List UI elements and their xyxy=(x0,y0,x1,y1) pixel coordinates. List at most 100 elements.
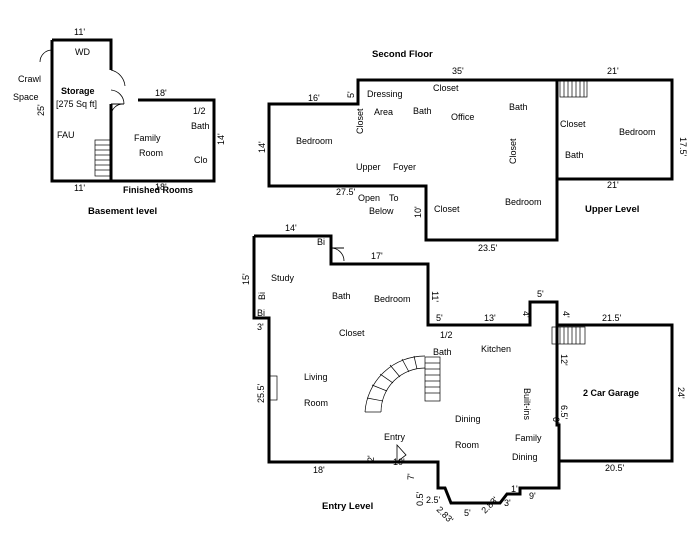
dim-1: 1' xyxy=(511,484,518,494)
dim-2-83-a: 2.83' xyxy=(435,504,456,525)
basement-stairs xyxy=(94,139,112,177)
label-bedroom-1: Bedroom xyxy=(296,136,333,146)
label-bi-2: Bi xyxy=(257,292,267,300)
label-office: Office xyxy=(451,112,474,122)
dim-entry-left-top: 15' xyxy=(241,273,251,285)
label-family: Family xyxy=(134,133,161,143)
dim-basement-bottom: 11' xyxy=(74,183,85,193)
dim-7: 7' xyxy=(406,473,416,480)
dim-10: 10' xyxy=(393,457,405,467)
dim-upper-bottom: 21' xyxy=(607,180,619,190)
dim-5c: 5' xyxy=(464,508,471,518)
dim-entry-top: 14' xyxy=(285,223,297,233)
label-fau: FAU xyxy=(57,130,75,140)
label-foyer: Foyer xyxy=(393,162,416,172)
dim-24: 24' xyxy=(676,387,686,399)
entry-door xyxy=(396,443,407,463)
dim-basement-top: 11' xyxy=(74,27,85,37)
dim-13: 13' xyxy=(484,313,496,323)
upper-level-stairs xyxy=(559,79,588,98)
label-clo: Clo xyxy=(194,155,208,165)
label-dining: Dining xyxy=(455,414,481,424)
label-to: To xyxy=(389,193,399,203)
dim-9: 9' xyxy=(529,491,536,501)
label-bedroom-3: Bedroom xyxy=(619,127,656,137)
label-bi-3: Bi xyxy=(257,308,265,318)
dim-second-left-top: 16' xyxy=(308,93,320,103)
second-floor-outline xyxy=(267,78,559,242)
label-bedroom-2: Bedroom xyxy=(505,197,542,207)
label-finished-rooms: Finished Rooms xyxy=(123,185,193,195)
dim-11: 11' xyxy=(430,291,440,302)
label-half: 1/2 xyxy=(440,330,453,340)
basement-wall-right xyxy=(111,98,216,183)
label-closet-upper: Closet xyxy=(560,119,586,129)
label-half: 1/2 xyxy=(193,106,206,116)
fireplace xyxy=(268,375,278,401)
label-garage: 2 Car Garage xyxy=(583,388,639,398)
label-upper: Upper xyxy=(356,162,381,172)
label-living: Living xyxy=(304,372,328,382)
dim-second-bottom: 23.5' xyxy=(478,243,498,253)
label-kitchen: Kitchen xyxy=(481,344,511,354)
dim-12: 12' xyxy=(559,354,569,366)
label-bath-1: Bath xyxy=(332,291,351,301)
dim-basement-right-side: 14' xyxy=(216,133,226,145)
garage-outline xyxy=(557,323,674,463)
dim-5a: 5' xyxy=(436,313,443,323)
dim-0: 0' xyxy=(551,417,561,424)
label-built-ins: Built-ins xyxy=(522,388,532,421)
label-space: Space xyxy=(13,92,39,102)
dim-2: 2' xyxy=(366,455,376,462)
basement-wall-top xyxy=(52,38,113,70)
curved-staircase xyxy=(364,355,441,413)
dim-3: 3' xyxy=(257,322,264,332)
label-open: Open xyxy=(358,193,380,203)
family-door-arc xyxy=(110,89,125,105)
entry-level-plan: Bi Study Bi Bi Bath Bedroom Closet 1/2 B… xyxy=(241,223,686,525)
label-dining-2: Dining xyxy=(512,452,538,462)
second-floor-plan: Second Floor Dressing Area Bath Closet B… xyxy=(257,49,688,253)
label-closet: Closet xyxy=(339,328,365,338)
dim-17: 17' xyxy=(371,251,383,261)
label-entry: Entry xyxy=(384,432,406,442)
label-storage: Storage xyxy=(61,86,95,96)
dim-20-5: 20.5' xyxy=(605,463,625,473)
title-entry-level: Entry Level xyxy=(322,501,373,512)
label-family: Family xyxy=(515,433,542,443)
title-upper-level: Upper Level xyxy=(585,204,639,215)
label-closet-top: Closet xyxy=(433,83,459,93)
entry-level-outline xyxy=(252,234,561,505)
label-study: Study xyxy=(271,273,295,283)
dim-25-5: 25.5' xyxy=(256,383,266,403)
dim-second-left: 14' xyxy=(257,141,267,153)
dim-basement-left: 25' xyxy=(36,104,46,116)
label-storage-area: [275 Sq ft] xyxy=(56,99,97,109)
dim-4a: 4' xyxy=(521,311,531,318)
label-bedroom: Bedroom xyxy=(374,294,411,304)
basement-wall-left xyxy=(50,40,111,183)
label-crawl: Crawl xyxy=(18,74,41,84)
label-closet-v2: Closet xyxy=(508,138,518,164)
garage-stairs xyxy=(551,326,586,345)
label-bath-upper: Bath xyxy=(565,150,584,160)
dim-3b: 3' xyxy=(504,498,511,508)
crawl-door-arc xyxy=(39,49,53,63)
dim-second-small: 5' xyxy=(346,91,356,98)
dim-5b: 5' xyxy=(537,289,544,299)
label-room-2: Room xyxy=(455,440,479,450)
title-second-floor: Second Floor xyxy=(372,49,433,60)
basement-plan: WD Storage [275 Sq ft] Crawl Space FAU F… xyxy=(13,27,226,217)
dim-upper-top: 21' xyxy=(607,66,619,76)
dim-second-top: 35' xyxy=(452,66,464,76)
dim-2-83-b: 2.83' xyxy=(479,495,500,516)
label-bath-2: Bath xyxy=(433,347,452,357)
label-room-1: Room xyxy=(304,398,328,408)
dim-basement-right-top: 18' xyxy=(155,88,167,98)
dim-0-5: 0.5' xyxy=(415,491,425,506)
label-below: Below xyxy=(369,206,394,216)
label-bath-1: Bath xyxy=(413,106,432,116)
label-dressing: Dressing xyxy=(367,89,403,99)
dim-2-5: 2.5' xyxy=(426,495,441,505)
